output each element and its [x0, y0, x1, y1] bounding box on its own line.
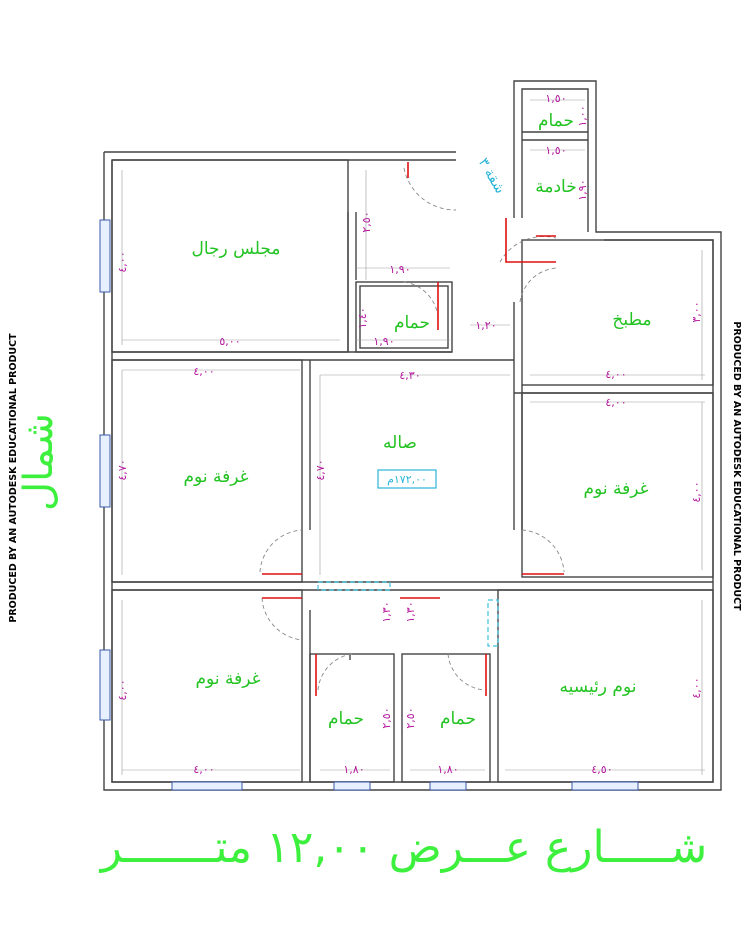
window-bedroom-left-mid: [99, 434, 111, 508]
watermark-right: PRODUCED BY AN AUTODESK EDUCATIONAL PROD…: [731, 321, 742, 611]
dim-wc2-height: ٢,٥٠: [404, 707, 417, 728]
room-bath-small: حمام: [394, 313, 430, 333]
room-bath-bottom-left: حمام: [328, 709, 364, 729]
street-label: شـــــارع عـــرض ١٢,٠٠ متـــــــر: [99, 822, 707, 873]
dim-door-width: ١,٢٠: [475, 319, 496, 332]
interior-walls: [111, 131, 714, 783]
room-hall: صاله: [383, 433, 417, 453]
area-label: ١٧٢,٠٠م: [387, 473, 427, 486]
dim-corridor-height: ٢,٥٠: [360, 211, 373, 232]
dim-maid-width: ١,٥٠: [545, 144, 566, 157]
dim-passage-1: ١,٣٠: [380, 601, 393, 622]
room-bedroom-left-mid: غرفة نوم: [184, 467, 249, 487]
room-majlis: مجلس رجال: [191, 239, 280, 259]
dim-bedroom3-width: ٤,٠٠: [193, 763, 214, 776]
dim-maid-height: ١,٩٠: [576, 179, 589, 200]
room-master-bedroom: نوم رئيسيه: [560, 677, 637, 697]
dim-bedroom1-width: ٤,٠٠: [193, 365, 214, 378]
dimension-lines: [121, 99, 705, 775]
window-bedroom-left-bottom: [99, 649, 111, 721]
dim-bedroom2-height: ٤,٠٠: [690, 481, 703, 502]
room-bath-bottom-right: حمام: [440, 709, 476, 729]
dim-majlis-width: ٥,٠٠: [219, 335, 240, 348]
room-kitchen: مطبخ: [612, 310, 651, 330]
dim-bath-top-width: ١,٥٠: [545, 92, 566, 105]
window-majlis: [99, 219, 111, 293]
north-label: شمال: [16, 413, 62, 511]
dim-corridor-width: ١,٩٠: [389, 263, 410, 276]
dim-kitchen-width: ٤,٠٠: [605, 368, 626, 381]
apartment-label: شقة ٣: [475, 155, 508, 196]
dim-bath-top-height: ١,٠٠: [576, 105, 589, 126]
room-labels: مجلس رجال مطبخ صاله غرفة نوم غرفة نوم غر…: [184, 111, 652, 729]
room-maid: خادمة: [535, 177, 576, 197]
room-bath-top: حمام: [538, 111, 574, 131]
dimension-labels: ٥,٠٠ ٤,٠٠ ٢,٥٠ ١,٩٠ ١,٩٠ ١,٤٠ ١,٢٠ ٣,٠٠ …: [116, 92, 703, 776]
dim-wc1-height: ٢,٥٠: [380, 707, 393, 728]
openings: [317, 581, 499, 647]
dim-bath-width: ١,٩٠: [373, 335, 394, 348]
dim-bath-height: ١,٤٠: [356, 307, 369, 328]
dim-hall-height: ٤,٧٠: [314, 459, 327, 480]
room-bedroom-left-bottom: غرفة نوم: [196, 669, 261, 689]
watermark-left: PRODUCED BY AN AUTODESK EDUCATIONAL PROD…: [8, 333, 19, 623]
windows: [99, 219, 639, 791]
area-tag: ١٧٢,٠٠م: [377, 469, 437, 489]
dim-master-width: ٤,٥٠: [591, 763, 612, 776]
room-bedroom-right-mid: غرفة نوم: [584, 479, 649, 499]
dim-bedroom1-height: ٤,٧٠: [116, 459, 129, 480]
dim-wc1-width: ١,٨٠: [343, 763, 364, 776]
dim-kitchen-height: ٣,٠٠: [690, 301, 703, 322]
window-master: [571, 781, 639, 791]
dim-master-height: ٤,٠٠: [690, 677, 703, 698]
dim-passage-2: ١,٣٠: [404, 601, 417, 622]
window-wc1: [333, 781, 371, 791]
window-wc2: [429, 781, 467, 791]
dim-wc2-width: ١,٨٠: [437, 763, 458, 776]
dim-bedroom3-height: ٤,٠٠: [116, 679, 129, 700]
dim-bedroom2-width: ٤,٠٠: [605, 396, 626, 409]
doors: [259, 162, 565, 696]
dim-majlis-height: ٤,٠٠: [116, 251, 129, 272]
window-bottom-left: [171, 781, 243, 791]
dim-hall-width: ٤,٣٠: [399, 369, 420, 382]
